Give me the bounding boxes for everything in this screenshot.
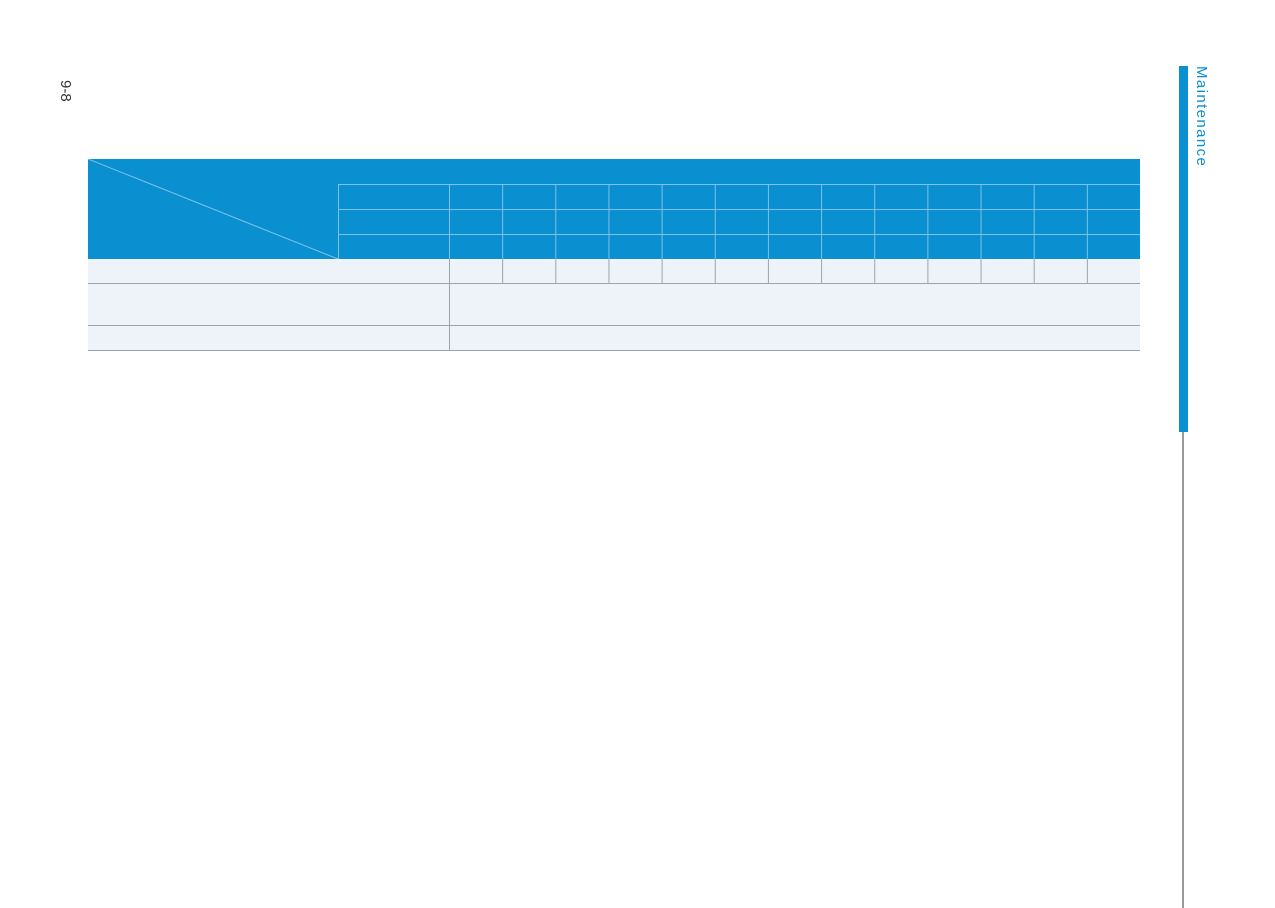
section-tab-marker (1179, 66, 1188, 432)
table-body-row (88, 326, 1140, 351)
schedule-table-grid (88, 159, 1140, 351)
table-body-row (88, 259, 1140, 284)
page-number: 9-8 (57, 80, 74, 102)
section-tab-label: Maintenance (1193, 66, 1210, 168)
maintenance-schedule-table (88, 159, 1140, 351)
corner-diagonal (88, 159, 339, 260)
table-body-row (88, 284, 1140, 326)
section-side-rule (1182, 432, 1184, 908)
